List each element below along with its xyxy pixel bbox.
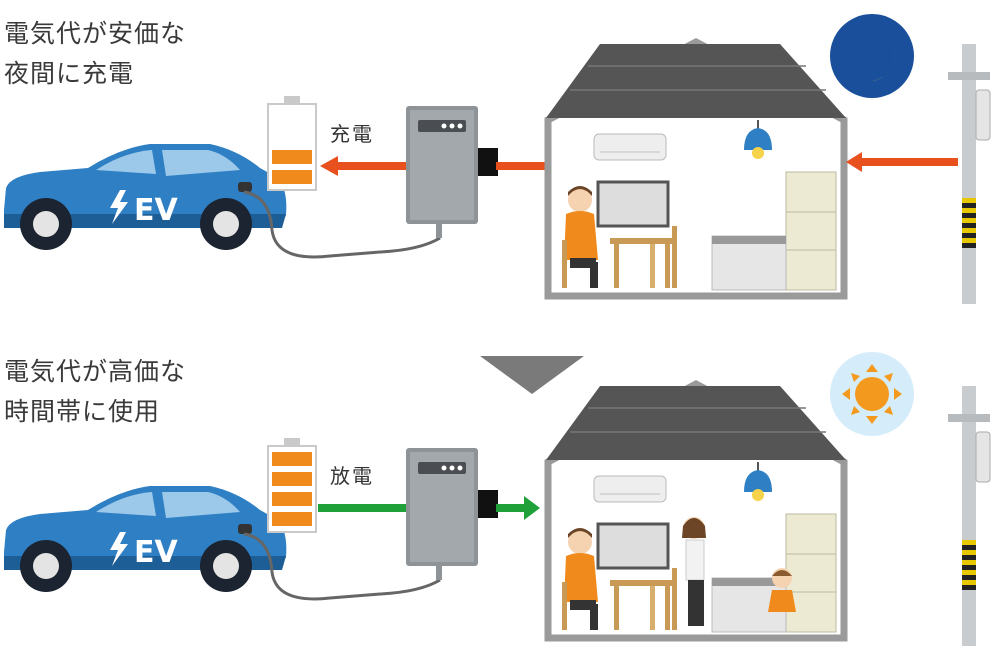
ev-badge-day: EV bbox=[134, 535, 178, 570]
house-to-pcs-arrow bbox=[496, 162, 546, 170]
discharging-cable bbox=[243, 532, 441, 601]
discharge-line bbox=[318, 504, 406, 512]
discharge-label: 放電 bbox=[330, 464, 374, 488]
night-caption: 電気代が安価な 夜間に充電 bbox=[4, 14, 186, 94]
charge-label: 充電 bbox=[330, 122, 374, 146]
night-caption-line-1: 電気代が安価な bbox=[4, 19, 187, 48]
down-triangle-icon bbox=[480, 356, 584, 394]
sun-icon bbox=[830, 352, 914, 436]
day-caption-line-2: 時間帯に使用 bbox=[4, 397, 161, 426]
power-conditioner bbox=[406, 106, 498, 238]
discharge-arrow bbox=[496, 496, 540, 520]
night-caption-line-2: 夜間に充電 bbox=[4, 59, 135, 88]
moon-icon bbox=[830, 14, 914, 98]
battery-full-icon bbox=[267, 438, 317, 533]
grid-arrow bbox=[846, 152, 958, 172]
house bbox=[546, 42, 846, 296]
day-scene bbox=[4, 352, 991, 647]
night-scene bbox=[4, 14, 991, 305]
day-caption: 電気代が高価な 時間帯に使用 bbox=[4, 352, 186, 432]
charge-arrow bbox=[320, 156, 406, 176]
charging-cable bbox=[243, 190, 441, 259]
ev-badge: EV bbox=[134, 193, 178, 228]
power-conditioner-day bbox=[406, 448, 498, 580]
battery-icon bbox=[267, 96, 317, 191]
utility-pole bbox=[947, 43, 991, 305]
utility-pole-day bbox=[947, 385, 991, 647]
day-caption-line-1: 電気代が高価な bbox=[4, 357, 187, 386]
